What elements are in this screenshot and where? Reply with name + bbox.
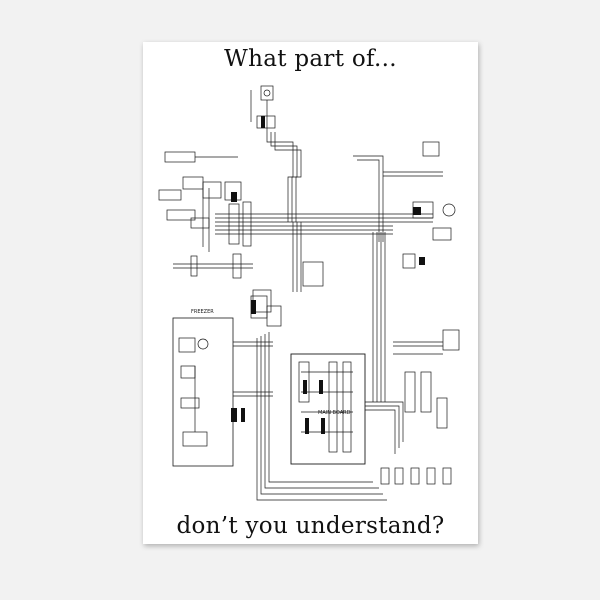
wiring-schematic: FREEZER MAIN BOARD <box>158 85 460 501</box>
poster-title-bottom: don’t you understand? <box>176 513 445 539</box>
poster-title-top: What part of... <box>224 46 397 72</box>
main-board-label: MAIN BOARD <box>318 410 351 416</box>
freezer-label: FREEZER <box>191 309 214 315</box>
poster-print: FREEZER MAIN BOARD What part of... don’t… <box>143 42 478 544</box>
